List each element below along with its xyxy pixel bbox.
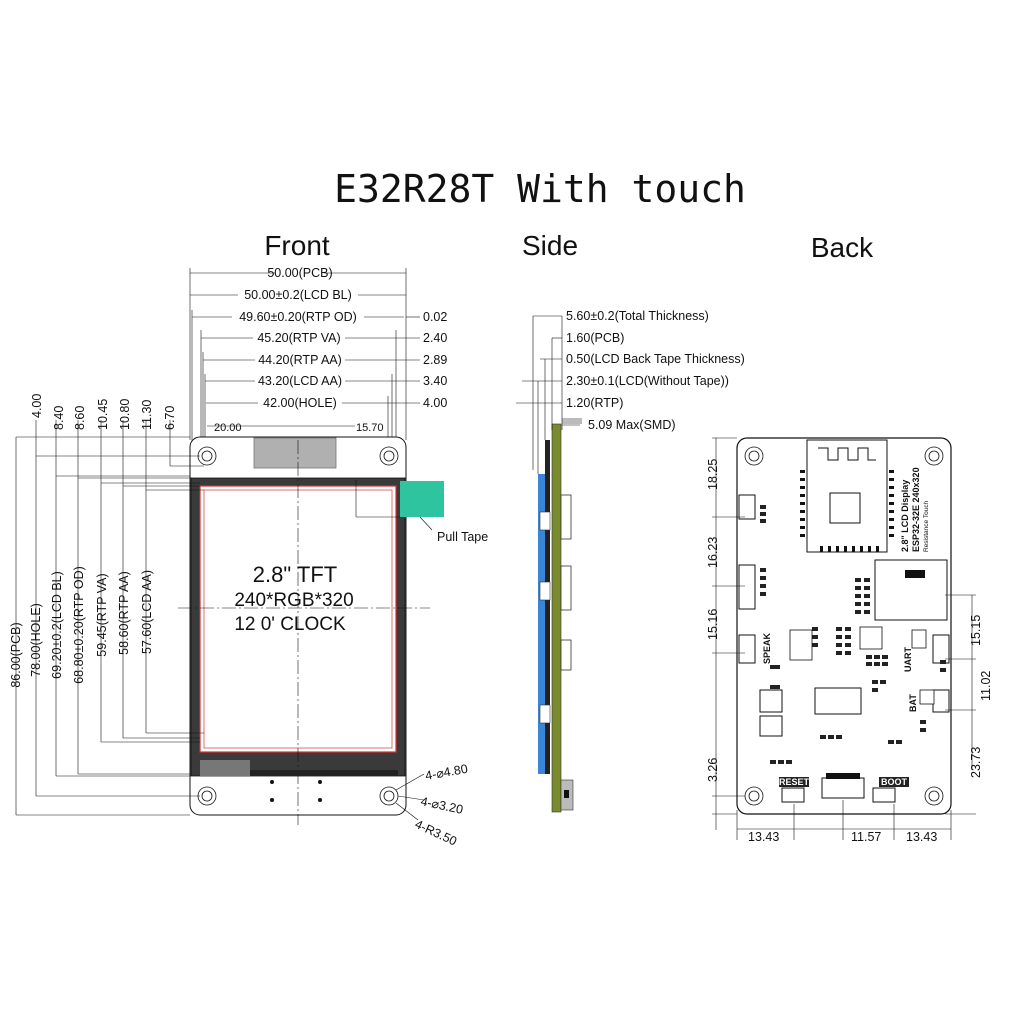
back-connector-5	[932, 689, 950, 713]
antenna-trace	[818, 447, 876, 461]
back-bottom-dim-0: 13.43	[748, 830, 779, 844]
offset-0: 4.00	[30, 394, 44, 418]
back-left-dim-2: 15.16	[706, 609, 720, 640]
side-dimension-lines	[516, 315, 580, 474]
dim-lcd-aa-height: 57.60(LCD AA)	[140, 570, 154, 654]
side-dim-1: 1.60(PCB)	[566, 331, 624, 345]
dim-rtp-va-width: 45.20(RTP VA)	[257, 331, 340, 345]
screen-orientation-label: 12 0' CLOCK	[234, 614, 346, 635]
reset-label: RESET	[779, 777, 810, 787]
side-view-label: Side	[522, 230, 578, 261]
side-pcb-layer	[551, 423, 562, 813]
pull-tape-label: Pull Tape	[437, 530, 488, 544]
boot-label: BOOT	[881, 777, 908, 787]
back-ic-chip	[814, 687, 862, 715]
smd-components	[760, 505, 946, 764]
front-view-label: Front	[264, 230, 330, 261]
screen-size-label: 2.8" TFT	[253, 562, 337, 587]
sd-card-slot	[874, 559, 948, 621]
uart-label: UART	[903, 647, 913, 672]
hole-radius: 4-R3.50	[413, 817, 459, 849]
back-connector-3	[738, 634, 756, 664]
dim-lcd-aa-width: 43.20(LCD AA)	[258, 374, 342, 388]
front-connector	[253, 437, 337, 469]
back-right-dim-1: 11.02	[979, 671, 993, 701]
dim-right-3: 3.40	[423, 374, 447, 388]
boot-button	[872, 787, 896, 803]
back-connector-1	[738, 494, 756, 520]
back-connector-2	[738, 564, 756, 610]
back-dimension-lines	[712, 437, 976, 840]
dim-right-1: 2.40	[423, 331, 447, 345]
bat-label: BAT	[908, 694, 918, 712]
hole-diameter-inner: 4-⌀3.20	[419, 794, 464, 817]
side-dim-2: 0.50(LCD Back Tape Thickness)	[566, 352, 745, 366]
left-dimension-lines	[15, 420, 204, 816]
offset-3: 10.45	[96, 399, 110, 430]
side-lcd-layer	[538, 474, 545, 774]
esp32-module	[806, 439, 888, 553]
dim-rtp-va-height: 59.45(RTP VA)	[95, 573, 109, 656]
reset-button	[781, 787, 805, 803]
hole-offset-right: 15.70	[356, 422, 384, 434]
dim-rtp-od-width: 49.60±0.20(RTP OD)	[239, 310, 357, 324]
board-label-1: 2.8" LCD Display	[900, 480, 910, 552]
dim-pcb-width: 50.00(PCB)	[267, 266, 332, 280]
back-bottom-dim-2: 13.43	[906, 830, 937, 844]
offset-1: 8.40	[52, 406, 66, 430]
back-left-dim-1: 16.23	[706, 537, 720, 568]
back-view-label: Back	[811, 232, 874, 263]
hole-offset-left: 20.00	[214, 422, 242, 434]
side-connector-2	[560, 565, 572, 611]
dim-hole-height: 78.00(HOLE)	[29, 603, 43, 677]
offset-4: 10.80	[118, 399, 132, 430]
dim-pcb-height: 86.00(PCB)	[9, 622, 23, 687]
back-left-dim-0: 18.25	[706, 459, 720, 490]
board-label-2: ESP32-32E 240x320	[911, 467, 921, 552]
pull-tape	[400, 481, 444, 517]
back-right-dim-2: 23.73	[969, 747, 983, 778]
dim-right-2: 2.89	[423, 353, 447, 367]
speak-label: SPEAK	[762, 632, 772, 664]
front-view: 50.00(PCB) 50.00±0.2(LCD BL) 49.60±0.20(…	[9, 266, 488, 849]
screen-resolution-label: 240*RGB*320	[234, 590, 353, 611]
side-dim-0: 5.60±0.2(Total Thickness)	[566, 309, 709, 323]
offset-5: 11.30	[140, 400, 154, 430]
back-view: 2.8" LCD Display ESP32-32E 240x320 Resis…	[706, 437, 993, 844]
side-dim-5: 5.09 Max(SMD)	[588, 418, 676, 432]
board-label-3: Resistance Touch	[923, 500, 930, 552]
back-bottom-dim-1: 11.57	[851, 830, 881, 844]
front-flex-cable	[200, 760, 250, 776]
dim-rtp-aa-height: 58.60(RTP AA)	[117, 571, 131, 655]
side-view: 5.60±0.2(Total Thickness) 1.60(PCB) 0.50…	[516, 309, 745, 813]
offset-2: 8.60	[73, 406, 87, 430]
page-title: E32R28T With touch	[334, 167, 746, 211]
dim-right-0: 0.02	[423, 310, 447, 324]
back-right-dim-0: 15.15	[969, 615, 983, 646]
hole-diameter-outer: 4-⌀4.80	[424, 762, 469, 783]
back-left-dim-3: 3.26	[706, 758, 720, 782]
mount-hole-tr	[379, 446, 399, 466]
dim-lcd-bl-height: 69.20±0.2(LCD BL)	[50, 571, 64, 679]
back-pcb-outline	[736, 437, 952, 815]
usb-port	[821, 777, 865, 799]
side-connector-1	[560, 494, 572, 540]
esp32-pins	[800, 470, 894, 552]
side-dim-4: 1.20(RTP)	[566, 396, 623, 410]
dim-hole-width: 42.00(HOLE)	[263, 396, 337, 410]
dim-right-4: 4.00	[423, 396, 447, 410]
offset-6: 6.70	[163, 406, 177, 430]
dim-lcd-bl-width: 50.00±0.2(LCD BL)	[244, 288, 352, 302]
side-connector-3	[560, 639, 572, 671]
dim-rtp-od-height: 68.80±0.20(RTP OD)	[72, 566, 86, 684]
side-dim-3: 2.30±0.1(LCD(Without Tape))	[566, 374, 729, 388]
dim-rtp-aa-width: 44.20(RTP AA)	[258, 353, 342, 367]
